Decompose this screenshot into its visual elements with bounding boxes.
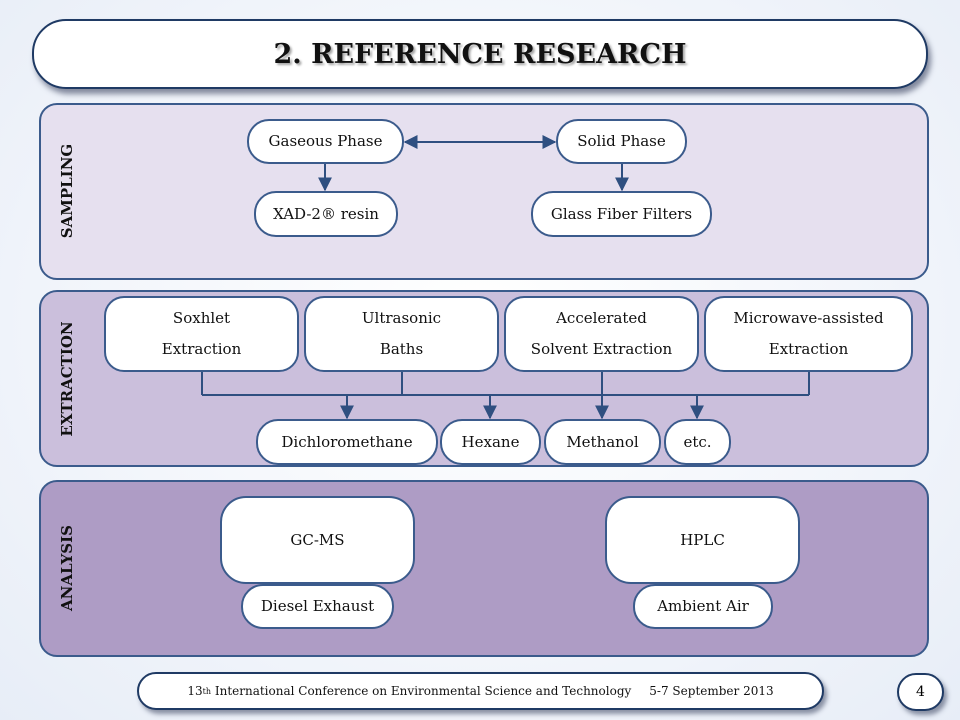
conference-name: International Conference on Environmenta… [211,684,632,698]
diesel-exhaust-box: Diesel Exhaust [241,584,394,629]
page-number: 4 [897,673,944,711]
etc-box: etc. [664,419,731,465]
page-title: 2. REFERENCE RESEARCH [273,38,687,70]
sampling-panel [39,103,929,280]
gcms-box: GC-MS [220,496,415,584]
accelerated-line1: Accelerated [556,309,647,327]
hplc-box: HPLC [605,496,800,584]
conference-number: 13 [187,684,203,698]
ultrasonic-line1: Ultrasonic [361,309,442,327]
soxhlet-line2: Extraction [161,340,242,358]
microwave-box: Microwave-assisted Extraction [704,296,913,372]
microwave-line1: Microwave-assisted [733,309,884,327]
solid-phase-box: Solid Phase [556,119,687,164]
soxhlet-line1: Soxhlet [172,309,231,327]
microwave-line2: Extraction [768,340,849,358]
conference-ordinal: th [202,686,212,696]
dichloromethane-box: Dichloromethane [256,419,438,465]
ultrasonic-line2: Baths [379,340,424,358]
conference-dates: 5-7 September 2013 [649,684,774,698]
accelerated-box: Accelerated Solvent Extraction [504,296,699,372]
glass-fiber-box: Glass Fiber Filters [531,191,712,237]
gaseous-phase-box: Gaseous Phase [247,119,404,164]
title-bar: 2. REFERENCE RESEARCH [32,19,928,89]
xad-resin-box: XAD-2® resin [254,191,398,237]
ultrasonic-box: Ultrasonic Baths [304,296,499,372]
hexane-box: Hexane [440,419,541,465]
methanol-box: Methanol [544,419,661,465]
accelerated-line2: Solvent Extraction [530,340,673,358]
ambient-air-box: Ambient Air [633,584,773,629]
soxhlet-box: Soxhlet Extraction [104,296,299,372]
